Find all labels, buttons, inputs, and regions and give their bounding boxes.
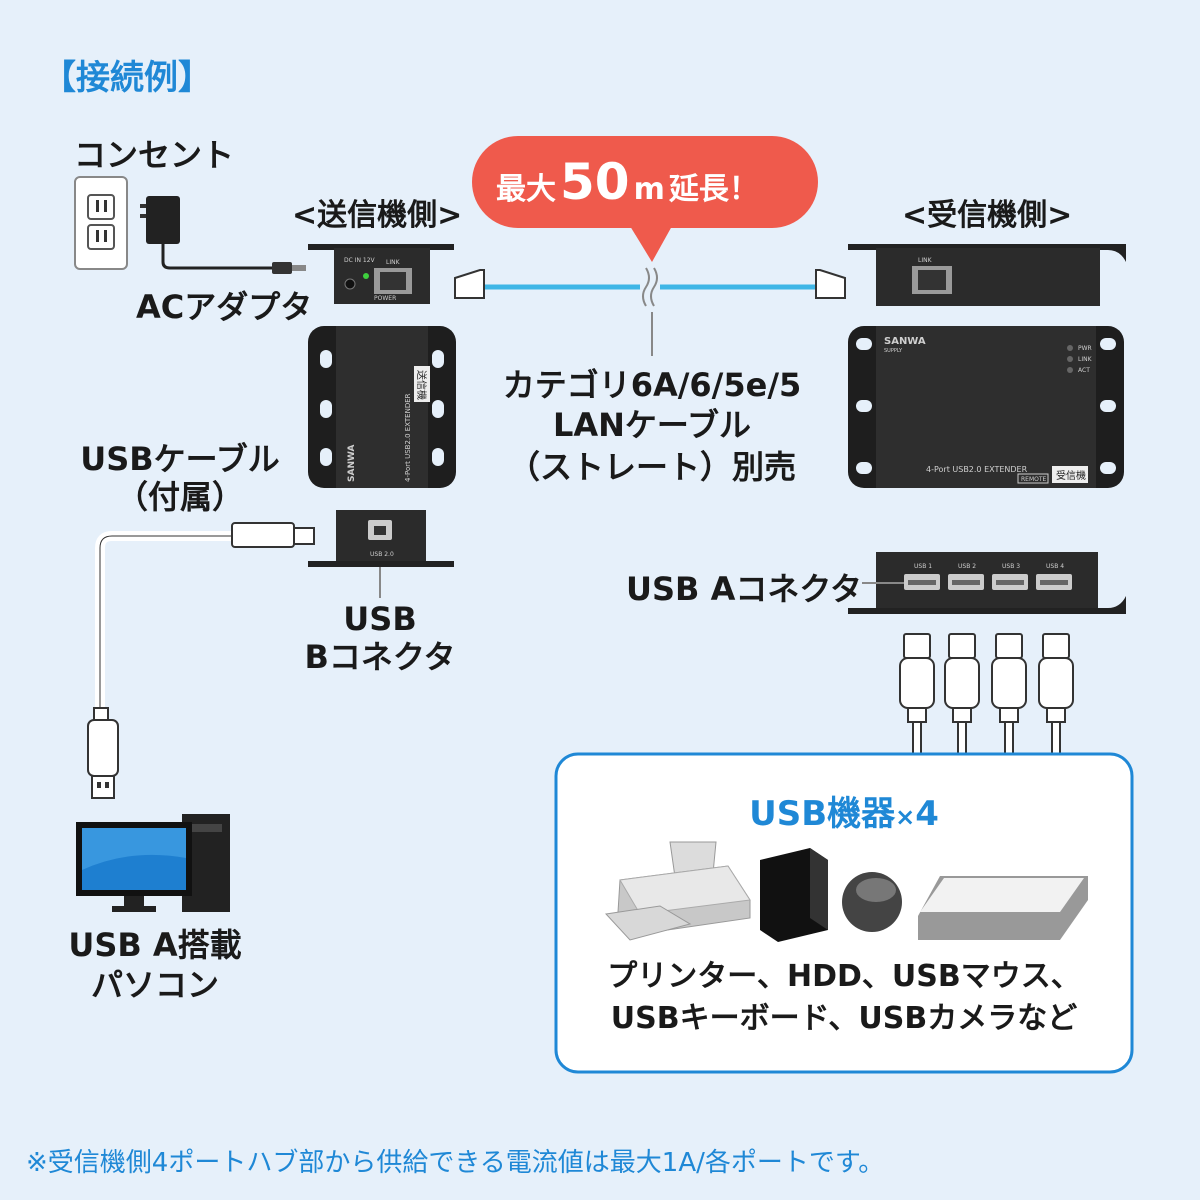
hdd-icon [760, 848, 828, 942]
desktop-pc-icon [76, 814, 230, 912]
sender-usb-b-panel: USB 2.0 [308, 510, 454, 598]
callout-suffix: 延長！ [668, 172, 759, 207]
pc-label-line1: USB A搭載 [68, 926, 242, 964]
usb3-label: USB 3 [1002, 563, 1020, 570]
remote-model-label: 4-Port USB2.0 EXTENDER [926, 465, 1028, 474]
act-label: ACT [1078, 367, 1090, 374]
callout-text: 最大 50 m 延長！ [496, 153, 759, 211]
lan-cable [454, 267, 846, 356]
local-model-label: 4-Port USB2.0 EXTENDER [404, 393, 412, 482]
local-jp-tag: 送信機 [415, 370, 428, 400]
lan-label-line3: （ストレート）別売 [507, 448, 796, 486]
callout-number: 50 [560, 153, 630, 211]
usb-b-label-line2: Bコネクタ [304, 638, 456, 676]
usb-devices-line1: プリンター、HDD、USBマウス、 [607, 959, 1081, 994]
usb-cable-to-pc [87, 522, 315, 799]
page-heading: 【接続例】 [42, 58, 212, 98]
usb-a-connector-label: USB Aコネクタ [626, 570, 863, 608]
sender-side-label: <送信機側> [292, 198, 463, 233]
receiver-usb-a-panel: USB 1 USB 2 USB 3 USB 4 [848, 552, 1126, 614]
usb-a-plugs [899, 633, 1074, 757]
sanwa-logo-receiver: SANWA [884, 336, 926, 347]
pc-label-line2: パソコン [90, 966, 219, 1004]
usb-devices-line2: USBキーボード、USBカメラなど [610, 1001, 1078, 1036]
usb-devices-count: 4 [915, 794, 939, 834]
wall-outlet-icon [74, 176, 128, 270]
ac-adapter-icon [140, 196, 306, 274]
usb4-label: USB 4 [1046, 563, 1064, 570]
receiver-link-led-label: LINK [1078, 356, 1093, 363]
usb20-label: USB 2.0 [370, 551, 394, 558]
footnote: ※受信機側4ポートハブ部から供給できる電流値は最大1A/各ポートです。 [26, 1148, 885, 1178]
outlet-label: コンセント [74, 136, 235, 174]
mouse-icon [842, 872, 902, 932]
sender-rj45-panel: DC IN 12V LINK POWER [308, 244, 454, 304]
distance-callout [472, 136, 818, 262]
receiver-rj45-panel: LINK [848, 244, 1126, 306]
callout-unit: m [633, 172, 665, 207]
lan-label-line1: カテゴリ6A/6/5e/5 [502, 366, 802, 404]
pwr-label: PWR [1078, 345, 1092, 352]
ac-adapter-label: ACアダプタ [136, 288, 313, 326]
usb-b-label-line1: USB [343, 600, 417, 638]
usb-cable-label: USBケーブル [80, 440, 280, 478]
receiver-side-label: <受信機側> [902, 198, 1073, 233]
usb-devices-title-text: USB機器 [749, 794, 896, 834]
remote-tag: REMOTE [1021, 476, 1047, 483]
receiver-unit: SANWA SUPPLY PWR LINK ACT 4-Port USB2.0 … [848, 326, 1124, 488]
lan-label-line2: LANケーブル [552, 406, 752, 444]
keyboard-icon [918, 876, 1088, 940]
dc-in-label: DC IN 12V [344, 257, 376, 264]
usb2-label: USB 2 [958, 563, 976, 570]
supply-logo-receiver: SUPPLY [884, 348, 903, 354]
receiver-link-label: LINK [918, 257, 933, 264]
power-label: POWER [374, 295, 396, 302]
link-label: LINK [386, 259, 401, 266]
usb1-label: USB 1 [914, 563, 932, 570]
sanwa-logo-sender: SANWA [347, 444, 357, 482]
usb-devices-title: USB機器×4 [556, 786, 1132, 835]
usb-cable-sub-label: （付属） [115, 478, 244, 516]
callout-prefix: 最大 [496, 172, 556, 207]
remote-jp-tag: 受信機 [1056, 469, 1086, 482]
usb-devices-times: × [895, 803, 916, 831]
printer-icon [604, 841, 751, 941]
usb-devices-panel [554, 752, 1134, 1074]
sender-unit: SANWA 4-Port USB2.0 EXTENDER 送信機 [308, 326, 456, 488]
